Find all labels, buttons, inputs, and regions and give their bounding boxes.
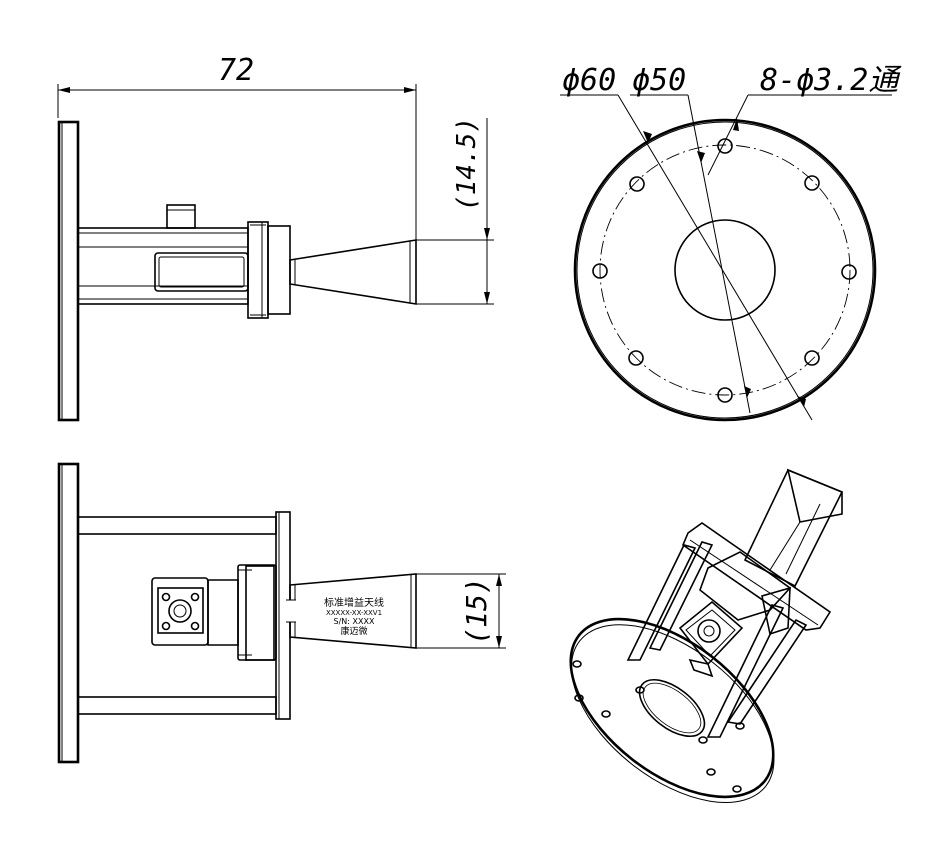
horn-label-line1: 标准增益天线 (324, 596, 384, 609)
iso-horn (743, 468, 844, 588)
bottom-view: 标准增益天线 XXXXX-XX-XXV1 S/N: XXXX 康迈微 (15) (57, 462, 506, 764)
front-view: ϕ60 ϕ50 8-ϕ3.2通 (560, 63, 902, 422)
overall-length-text: 72 (218, 53, 254, 88)
center-bore (674, 219, 776, 321)
isometric-view (569, 468, 844, 804)
horn-label-line4: 康迈微 (340, 625, 367, 637)
side-view: 72 (57, 53, 494, 422)
pitch-diameter-text: ϕ50 (632, 63, 686, 98)
bolt-circle (599, 144, 851, 396)
outer-diameter-text: ϕ60 (562, 63, 616, 98)
flange-plate-bottom (57, 462, 80, 764)
height-dimension-side: (14.5) (416, 117, 494, 305)
horn-label-line3: S/N: XXXX (334, 617, 375, 626)
flange-outer-circle (573, 118, 877, 422)
iso-connector (678, 600, 744, 678)
height-text-bottom: (15) (460, 577, 493, 644)
iso-top-frame (682, 522, 832, 631)
sma-connector-bottom (151, 577, 209, 646)
horn-side (289, 239, 417, 305)
holes-spec-text: 8-ϕ3.2通 (760, 63, 902, 98)
iso-center-bore (638, 678, 706, 738)
overall-length-dimension: 72 (57, 53, 417, 240)
horn-label: 标准增益天线 XXXXX-XX-XXV1 S/N: XXXX 康迈微 (324, 596, 384, 637)
connector-stub-side (166, 204, 196, 229)
iso-flange-outer (569, 617, 775, 799)
mounting-holes (592, 138, 857, 403)
iso-flange-holes (572, 660, 745, 793)
horn-label-line2: XXXXX-XX-XXV1 (326, 609, 382, 617)
iso-rails (626, 541, 808, 738)
height-dimension-bottom: (15) (416, 573, 506, 649)
height-text-side: (14.5) (452, 117, 482, 211)
